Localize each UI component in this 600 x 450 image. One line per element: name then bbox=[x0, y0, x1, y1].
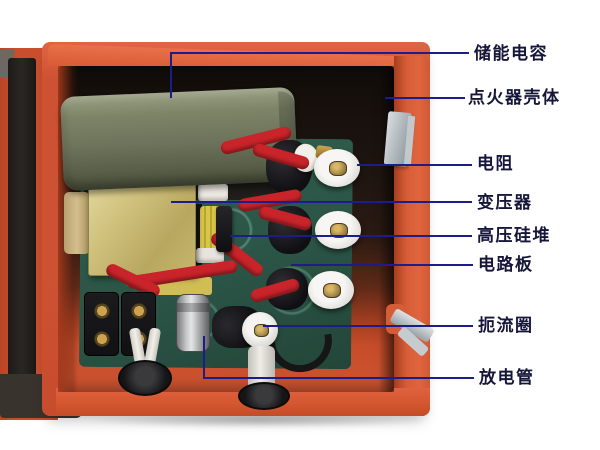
label-hv-silicon-stack: 高压硅堆 bbox=[477, 226, 551, 245]
leader-line-igniter-housing bbox=[385, 97, 465, 99]
transformer-connector-2 bbox=[196, 248, 224, 263]
leader-line-storage-capacitor-elbow bbox=[170, 52, 172, 98]
label-resistor: 电阻 bbox=[477, 154, 514, 173]
transformer-connector-1 bbox=[198, 184, 228, 201]
leader-line-transformer bbox=[171, 201, 472, 203]
leader-line-discharge-tube-elbow bbox=[203, 336, 205, 379]
cable-gland-1 bbox=[118, 360, 172, 396]
leader-line-circuit-board bbox=[291, 264, 473, 266]
ceramic-resistor-2 bbox=[315, 211, 361, 249]
terminal-block-1 bbox=[84, 292, 119, 356]
transformer-left-bobbin bbox=[64, 192, 90, 254]
ceramic-resistor-1 bbox=[314, 149, 360, 187]
label-choke-coil: 扼流圈 bbox=[478, 316, 534, 335]
label-circuit-board: 电路板 bbox=[478, 255, 534, 274]
leader-line-discharge-tube bbox=[203, 377, 474, 379]
leader-line-storage-capacitor bbox=[170, 52, 469, 54]
label-storage-capacitor: 储能电容 bbox=[474, 44, 548, 63]
ground-shadow bbox=[84, 412, 434, 428]
box-right-wall bbox=[394, 56, 430, 412]
label-discharge-tube: 放电管 bbox=[479, 368, 535, 387]
hv-silicon-stack bbox=[216, 206, 232, 252]
transformer-core-gap bbox=[196, 204, 202, 266]
choke-ceramic-end bbox=[242, 312, 278, 348]
ceramic-resistor-3 bbox=[308, 271, 354, 309]
cable-gland-2 bbox=[238, 382, 290, 410]
leader-line-choke-coil bbox=[263, 325, 473, 327]
label-transformer: 变压器 bbox=[477, 193, 533, 212]
label-igniter-housing: 点火器壳体 bbox=[468, 88, 561, 107]
lid-seal-strip bbox=[8, 58, 36, 410]
leader-line-resistor bbox=[357, 164, 472, 166]
leader-line-hv-silicon-stack bbox=[230, 235, 472, 237]
